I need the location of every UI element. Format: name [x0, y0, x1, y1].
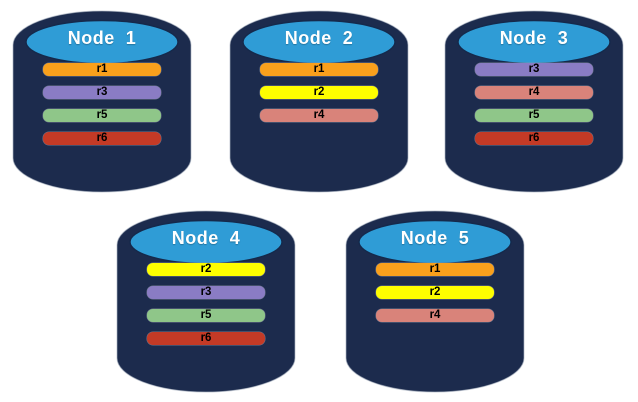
replica-bar-r5: r5	[43, 109, 161, 122]
replica-label: r1	[429, 263, 441, 275]
replica-label: r2	[313, 86, 325, 98]
replica-bar-r4: r4	[376, 309, 494, 322]
db-node-1: Node 1 r1 r3 r5 r6	[11, 5, 193, 197]
replica-label: r3	[200, 286, 212, 298]
replica-bar-r6: r6	[475, 132, 593, 145]
replica-label: r4	[528, 86, 540, 98]
replica-label: r4	[429, 309, 441, 321]
replica-label: r1	[313, 63, 325, 75]
node-title: Node 3	[499, 28, 569, 48]
replica-label: r5	[96, 109, 108, 121]
replica-label: r6	[96, 132, 108, 144]
replica-list: r2 r3 r5 r6	[147, 263, 265, 355]
database-cylinder-icon	[116, 210, 296, 393]
replica-bar-r4: r4	[260, 109, 378, 122]
database-cylinder-icon	[444, 10, 624, 193]
replica-bar-r1: r1	[43, 63, 161, 76]
replica-bar-r6: r6	[147, 332, 265, 345]
replica-bar-r6: r6	[43, 132, 161, 145]
replica-label: r2	[200, 263, 212, 275]
replica-list: r1 r3 r5 r6	[43, 63, 161, 155]
replica-label: r5	[200, 309, 212, 321]
db-node-5: Node 5 r1 r2 r4	[344, 205, 526, 397]
replica-bar-r5: r5	[475, 109, 593, 122]
replica-label: r1	[96, 63, 108, 75]
replica-label: r5	[528, 109, 540, 121]
replica-bar-r1: r1	[260, 63, 378, 76]
database-cylinder-icon	[12, 10, 192, 193]
replica-bar-r3: r3	[475, 63, 593, 76]
node-title: Node 2	[284, 28, 354, 48]
database-cylinder-icon	[345, 210, 525, 393]
replica-bar-r2: r2	[260, 86, 378, 99]
db-node-4: Node 4 r2 r3 r5 r6	[115, 205, 297, 397]
replica-bar-r1: r1	[376, 263, 494, 276]
replica-label: r3	[528, 63, 540, 75]
db-node-3: Node 3 r3 r4 r5 r6	[443, 5, 625, 197]
db-node-2: Node 2 r1 r2 r4	[228, 5, 410, 197]
replica-label: r6	[528, 132, 540, 144]
replica-label: r6	[200, 332, 212, 344]
replica-bar-r3: r3	[43, 86, 161, 99]
replica-bar-r4: r4	[475, 86, 593, 99]
node-title: Node 4	[171, 228, 241, 248]
replica-bar-r2: r2	[376, 286, 494, 299]
node-title: Node 5	[400, 228, 470, 248]
replica-list: r1 r2 r4	[260, 63, 378, 132]
node-title: Node 1	[67, 28, 137, 48]
replica-label: r2	[429, 286, 441, 298]
replica-label: r3	[96, 86, 108, 98]
replica-bar-r3: r3	[147, 286, 265, 299]
replica-bar-r5: r5	[147, 309, 265, 322]
replica-bar-r2: r2	[147, 263, 265, 276]
replica-label: r4	[313, 109, 325, 121]
replica-list: r3 r4 r5 r6	[475, 63, 593, 155]
replica-list: r1 r2 r4	[376, 263, 494, 332]
